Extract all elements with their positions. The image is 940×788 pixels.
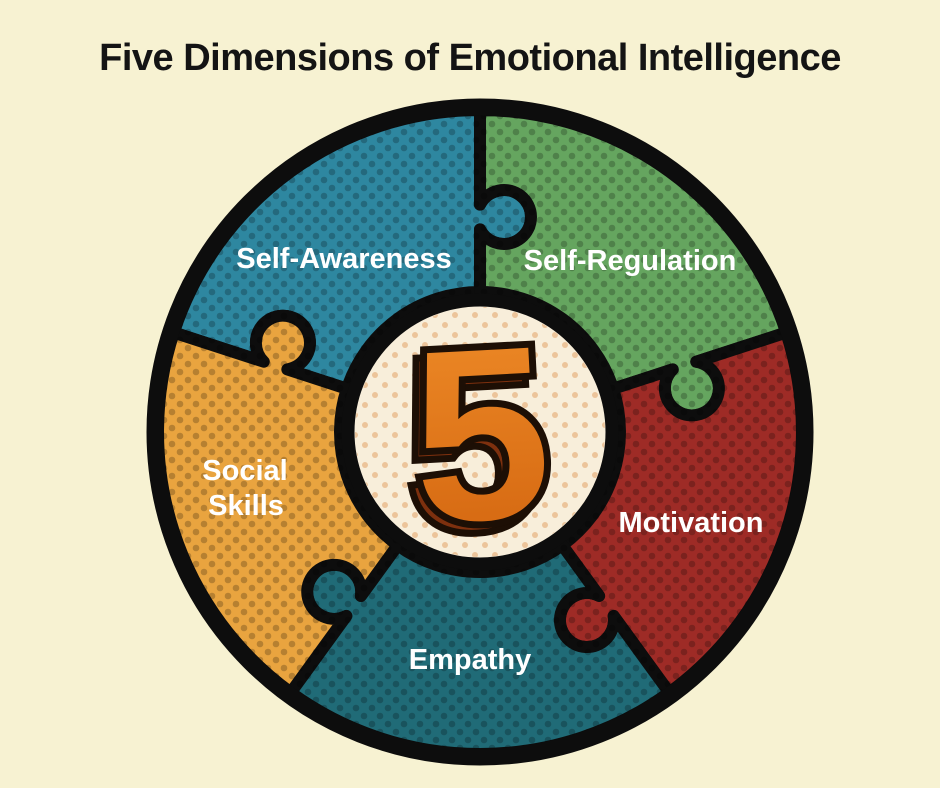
outer-rim — [146, 98, 814, 766]
label-social-skills-line1: Social — [202, 455, 287, 487]
center-number-shadow: 5 — [398, 302, 548, 583]
center-number: 5 — [406, 294, 556, 575]
label-motivation: Motivation — [619, 507, 764, 539]
page-title: Five Dimensions of Emotional Intelligenc… — [99, 37, 841, 79]
label-self-regulation: Self-Regulation — [524, 245, 737, 277]
center-number-outline: 5 — [406, 294, 556, 575]
label-social-skills-line2: Skills — [208, 490, 284, 522]
center-number-shadow: 5 — [398, 302, 548, 583]
label-empathy: Empathy — [409, 644, 531, 676]
center-circle-dots — [355, 307, 605, 557]
label-self-awareness: Self-Awareness — [236, 243, 451, 275]
